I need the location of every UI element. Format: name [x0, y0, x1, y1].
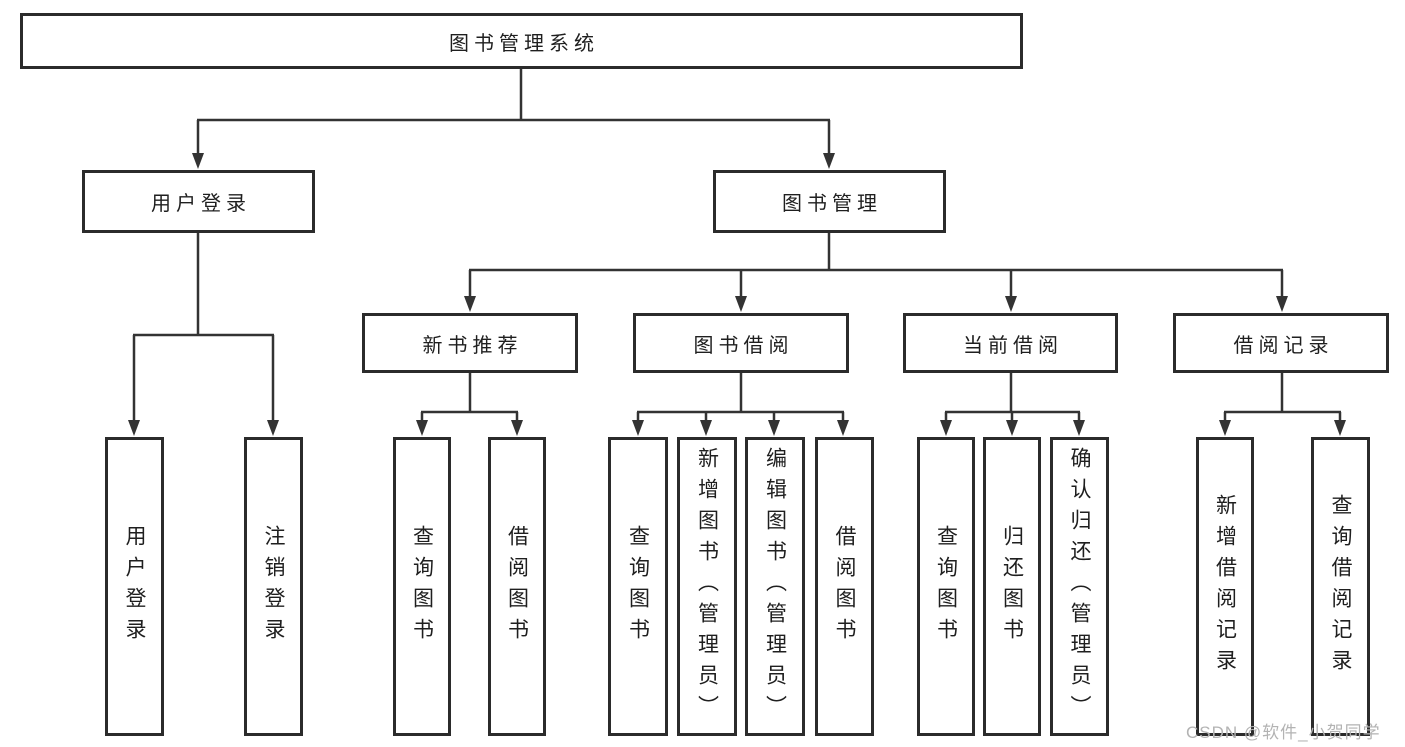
leaf-confirm-return-admin-label: 确认归还（管理员） — [1068, 447, 1091, 726]
leaf-return-books: 归还图书 — [983, 437, 1041, 736]
leaf-user-login-label: 用户登录 — [123, 524, 146, 649]
leaf-add-books-admin-label: 新增图书（管理员） — [695, 447, 719, 726]
leaf-logout-login-label: 注销登录 — [262, 524, 285, 649]
leaf-query-books-borrow-label: 查询图书 — [626, 524, 650, 649]
leaf-borrow-books-borrow-label: 借阅图书 — [833, 524, 856, 649]
leaf-logout-login: 注销登录 — [244, 437, 303, 736]
leaf-add-books-admin: 新增图书（管理员） — [677, 437, 737, 736]
node-user-login: 用户登录 — [82, 170, 315, 233]
leaf-query-borrow-record: 查询借阅记录 — [1311, 437, 1370, 736]
leaf-user-login: 用户登录 — [105, 437, 164, 736]
leaf-query-books-current: 查询图书 — [917, 437, 975, 736]
leaf-add-borrow-record-label: 新增借阅记录 — [1213, 493, 1237, 680]
leaf-return-books-label: 归还图书 — [1000, 524, 1024, 649]
leaf-borrow-books-recommend-label: 借阅图书 — [505, 524, 529, 649]
csdn-watermark: CSDN @软件_小贺同学 — [1186, 723, 1381, 742]
leaf-confirm-return-admin: 确认归还（管理员） — [1050, 437, 1109, 736]
leaf-query-books-recommend: 查询图书 — [393, 437, 451, 736]
node-root: 图书管理系统 — [20, 13, 1023, 69]
node-book-borrow: 图书借阅 — [633, 313, 849, 373]
node-book-management: 图书管理 — [713, 170, 946, 233]
leaf-edit-books-admin: 编辑图书（管理员） — [745, 437, 805, 736]
leaf-query-books-borrow: 查询图书 — [608, 437, 668, 736]
node-new-book-recommend: 新书推荐 — [362, 313, 578, 373]
leaf-borrow-books-borrow: 借阅图书 — [815, 437, 874, 736]
leaf-query-borrow-record-label: 查询借阅记录 — [1329, 493, 1352, 680]
leaf-query-books-current-label: 查询图书 — [934, 524, 958, 649]
node-borrow-records: 借阅记录 — [1173, 313, 1389, 373]
node-current-borrow: 当前借阅 — [903, 313, 1118, 373]
leaf-edit-books-admin-label: 编辑图书（管理员） — [763, 447, 787, 726]
leaf-add-borrow-record: 新增借阅记录 — [1196, 437, 1254, 736]
leaf-borrow-books-recommend: 借阅图书 — [488, 437, 546, 736]
leaf-query-books-recommend-label: 查询图书 — [410, 524, 434, 649]
